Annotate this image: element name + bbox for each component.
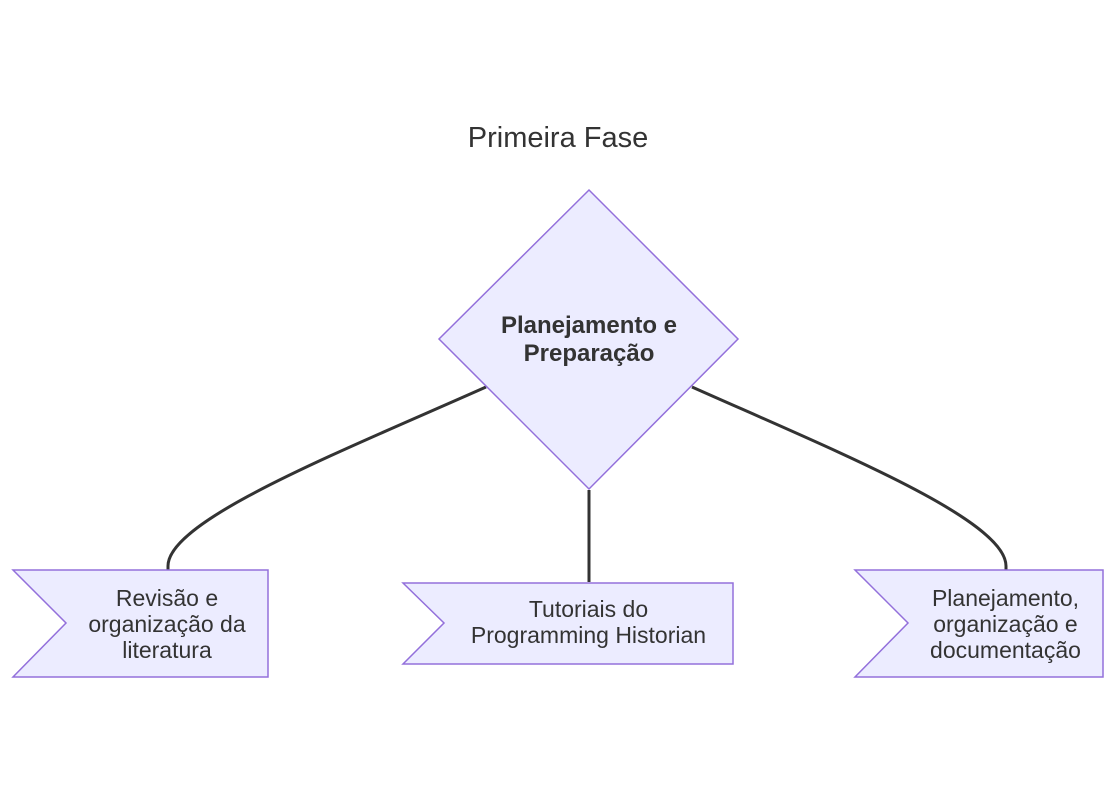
child-node-literature[interactable] [11, 569, 269, 678]
edge-root-to-left [166, 385, 487, 570]
root-decision-node[interactable] [437, 188, 740, 491]
child-label-planning: Planejamento, organização e documentação [930, 584, 1081, 664]
root-node-label: Planejamento e Preparação [500, 311, 678, 367]
diagram-title: Primeira Fase [467, 122, 649, 154]
child-label-literature: Revisão e organização da literatura [88, 584, 246, 664]
child-label-tutorials: Tutoriais do Programming Historian [470, 595, 707, 648]
child-node-planning[interactable] [853, 569, 1104, 678]
edge-root-to-right [691, 385, 1008, 570]
child-node-tutorials[interactable] [401, 582, 734, 665]
